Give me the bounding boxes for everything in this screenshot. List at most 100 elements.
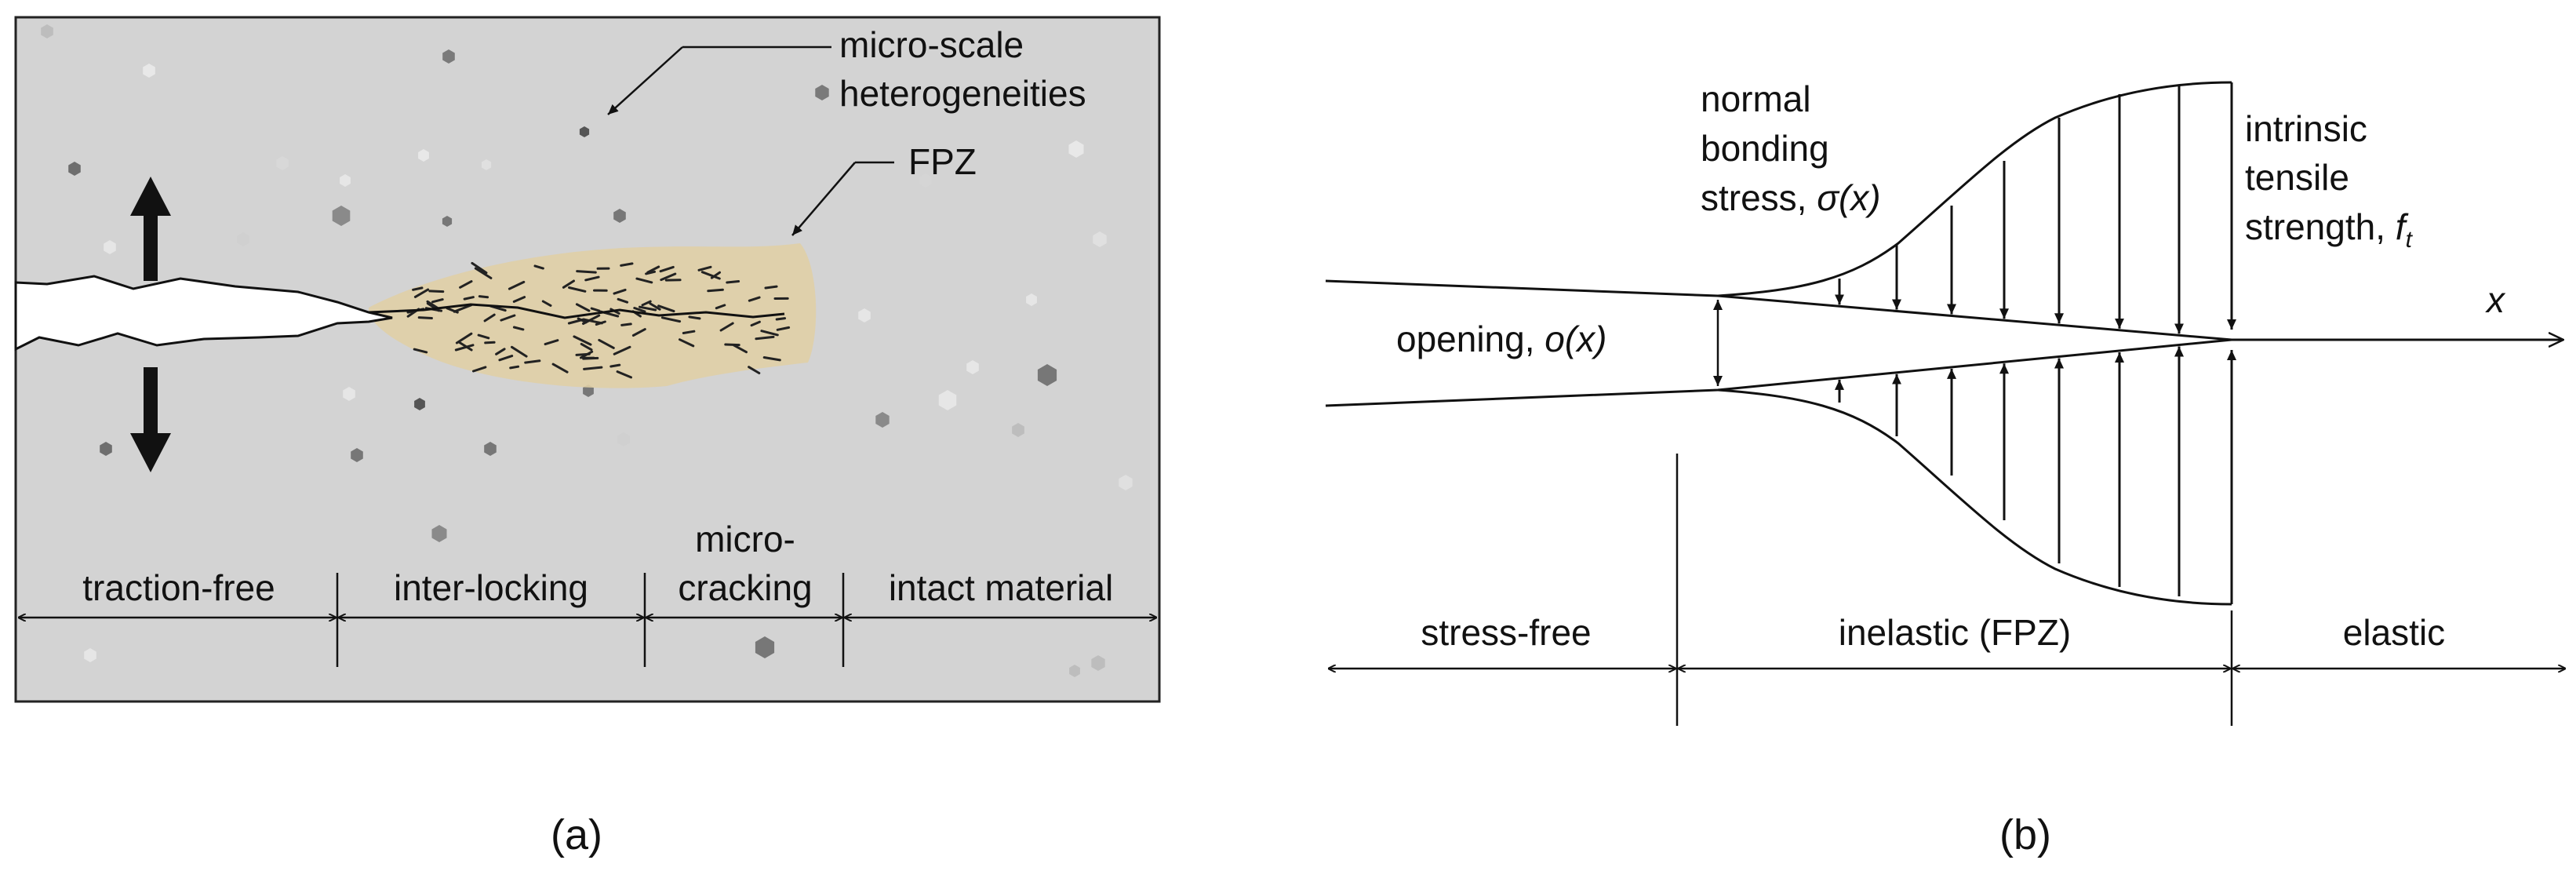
normal-stress-label-2: bonding: [1701, 128, 1829, 169]
zone-intact: intact material: [889, 567, 1113, 608]
heterogeneity-particle: [104, 240, 116, 254]
stress-envelope-lower: [1717, 388, 2232, 606]
micro-crack: [620, 262, 634, 267]
zone-stress-free: stress-free: [1421, 612, 1591, 653]
heterogeneity-particle: [815, 85, 829, 100]
heterogeneity-particle: [1119, 475, 1133, 490]
heterogeneity-particle: [414, 398, 425, 410]
load-arrow-down: [130, 367, 171, 472]
fpz-leader-arrow: [791, 162, 856, 236]
micro-crack: [512, 296, 526, 303]
micro-crack: [583, 366, 603, 370]
micro-crack: [463, 296, 475, 301]
heterogeneity-particle: [351, 448, 363, 462]
micro-crack: [580, 342, 593, 352]
micro-crack: [646, 265, 660, 274]
micro-crack: [764, 285, 778, 290]
heterogeneity-particle: [84, 648, 96, 662]
micro-crack: [413, 288, 430, 298]
micro-crack: [428, 290, 445, 293]
heterogeneity-particle: [1069, 665, 1080, 677]
micro-crack: [413, 348, 428, 354]
caption-a: (a): [551, 811, 602, 858]
micro-crack: [748, 366, 761, 374]
opening-label: opening, o(x): [1396, 319, 1607, 359]
intrinsic-text: strength,: [2245, 206, 2396, 247]
heterogeneities-label-1: micro-scale: [839, 24, 1024, 65]
heterogeneity-particle: [481, 159, 492, 170]
micro-crack: [453, 304, 473, 313]
heterogeneity-particle: [332, 206, 351, 226]
micro-crack: [533, 264, 544, 270]
normal-stress-label-3: stress, σ(x): [1701, 177, 1881, 218]
micro-crack: [524, 359, 541, 364]
heterogeneity-particle: [343, 387, 355, 401]
heterogeneity-particle: [875, 412, 890, 428]
micro-crack: [762, 356, 781, 362]
micro-crack: [551, 363, 569, 374]
micro-crack: [500, 314, 516, 322]
micro-cracks: [406, 261, 791, 379]
micro-crack: [580, 350, 594, 359]
heterogeneity-particle: [1037, 364, 1057, 386]
micro-crack: [617, 297, 629, 304]
micro-crack: [417, 316, 433, 319]
heterogeneity-particle: [1012, 423, 1024, 437]
heterogeneity-particle: [579, 126, 590, 137]
load-arrow-up: [130, 177, 171, 281]
heterogeneity-particle: [340, 174, 351, 187]
heterogeneity-particle: [1091, 655, 1105, 671]
intrinsic-label-3: strength, ft: [2245, 206, 2414, 253]
heterogeneity-leader-arrow: [607, 46, 683, 115]
zone-micro-cracking-1: micro-: [695, 519, 795, 559]
micro-crack: [700, 271, 721, 280]
micro-crack: [613, 288, 627, 295]
micro-crack: [707, 288, 724, 293]
micro-crack: [512, 326, 525, 331]
opening-text: opening,: [1396, 319, 1545, 359]
normal-stress-label-1: normal: [1701, 78, 1811, 119]
micro-crack: [733, 344, 748, 354]
micro-crack: [575, 303, 591, 312]
heterogeneity-particle: [755, 636, 775, 658]
micro-crack: [609, 363, 621, 368]
micro-crack: [620, 323, 632, 326]
micro-crack: [649, 302, 661, 311]
crack-tip-line: [368, 303, 785, 319]
micro-crack: [641, 300, 652, 307]
heterogeneity-particle: [613, 209, 626, 223]
micro-crack: [431, 298, 444, 304]
micro-crack: [724, 343, 740, 347]
intrinsic-subscript: t: [2406, 227, 2414, 253]
micro-crack: [660, 316, 682, 323]
micro-crack: [688, 315, 701, 320]
stress-arrows: [1835, 85, 2184, 596]
micro-crack: [541, 300, 552, 307]
micro-crack: [697, 265, 712, 272]
micro-crack: [660, 272, 677, 282]
intrinsic-label-1: intrinsic: [2245, 108, 2367, 149]
x-axis-label: x: [2485, 279, 2506, 320]
heterogeneity-particle: [143, 64, 155, 78]
micro-crack: [616, 370, 632, 379]
micro-crack: [583, 318, 603, 325]
micro-crack: [567, 318, 585, 325]
micro-crack: [508, 280, 526, 290]
micro-crack: [760, 330, 779, 337]
normal-stress-symbol: σ(x): [1817, 177, 1880, 218]
heterogeneity-particle: [1093, 231, 1107, 247]
micro-crack: [446, 307, 459, 314]
panel-b: opening, o(x) x normal bonding stress, σ…: [1325, 78, 2565, 858]
micro-crack: [635, 277, 653, 284]
heterogeneity-particle: [1026, 293, 1037, 306]
micro-crack: [471, 261, 488, 275]
micro-crack: [498, 355, 514, 362]
normal-stress-text: stress,: [1701, 177, 1817, 218]
heterogeneity-particle: [100, 442, 112, 456]
micro-crack: [509, 365, 520, 370]
fpz-region: [369, 243, 817, 388]
micro-crack: [719, 322, 734, 332]
heterogeneity-particle: [276, 156, 289, 170]
